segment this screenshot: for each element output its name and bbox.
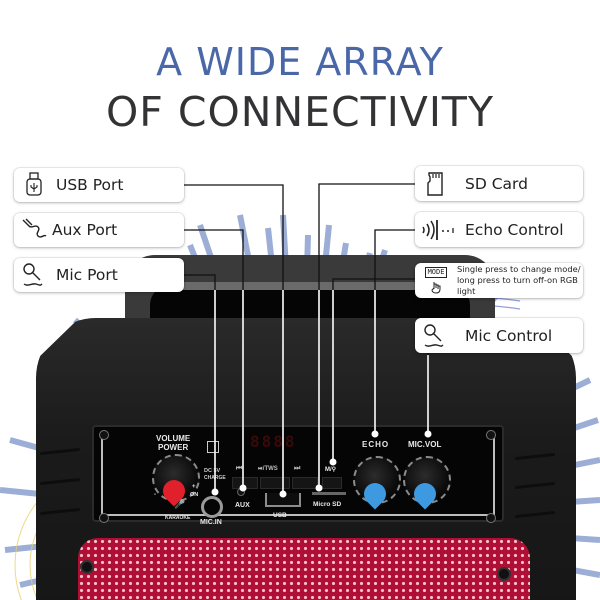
next-button[interactable] (292, 477, 318, 489)
panel-border (101, 514, 495, 516)
prev-button[interactable] (232, 477, 258, 489)
mode-text: MODE (424, 267, 448, 278)
screw-icon (99, 513, 109, 523)
knob-on-label: ON (190, 492, 199, 498)
callout-label: Mic Control (465, 326, 553, 345)
callout-aux-port: Aux Port (14, 213, 184, 247)
usb-icon (20, 171, 48, 199)
callout-usb-port: USB Port (14, 168, 184, 202)
callout-mic-control: Mic Control (415, 318, 583, 353)
knob-minus: - (154, 492, 156, 498)
screw-icon (99, 430, 109, 440)
callout-label: Echo Control (465, 220, 564, 239)
screw-icon (80, 560, 94, 574)
hand-pointer-icon (431, 282, 441, 294)
echo-label: ECHO (362, 440, 390, 449)
echo-icon (419, 216, 463, 244)
mic-vol-label: MIC.VOL (408, 440, 442, 449)
screw-icon (497, 567, 511, 581)
m-label: M/⚲ (325, 467, 337, 473)
next-button-label: ⏭ (294, 465, 301, 472)
power-label: POWER (158, 443, 189, 452)
mode-button[interactable] (322, 477, 342, 489)
mic-in-label: MIC.IN (200, 519, 222, 526)
microphone-icon (20, 261, 48, 289)
aux-label: AUX (235, 502, 250, 509)
mode-description-line-2: long press to turn off-on RGB light (457, 275, 578, 296)
karaoke-mic-icon: 🎤 (174, 499, 186, 509)
volume-label: VOLUME (156, 434, 191, 443)
usb-label: USB (273, 512, 287, 519)
led-display: 8888 (250, 432, 297, 451)
panel-border (493, 436, 495, 514)
callout-label: SD Card (465, 174, 528, 193)
karaoke-label: KARAOKE (165, 515, 191, 521)
headline-line-1: A WIDE ARRAY (156, 40, 444, 84)
speaker-grille (78, 538, 530, 600)
callout-label: Mic Port (56, 266, 118, 284)
callout-label: Aux Port (52, 221, 118, 239)
callout-sd-card: SD Card (415, 166, 583, 201)
sd-card-icon (421, 170, 449, 198)
callout-echo-control: Echo Control (415, 212, 583, 247)
microphone-icon (421, 322, 449, 350)
mode-button-icon: MODE (421, 267, 451, 295)
prev-button-label: ⏮ (236, 465, 243, 472)
play-tws-button[interactable] (260, 477, 290, 489)
mode-description-line-1: Single press to change mode/ (457, 264, 581, 274)
speaker-handle-rim (165, 282, 455, 290)
callout-mode-button: MODE Single press to change mode/ long p… (415, 263, 583, 298)
micro-sd-slot[interactable] (312, 492, 346, 495)
dc-label: DC 5V (204, 468, 221, 474)
aux-jack[interactable] (237, 488, 245, 496)
panel-border (101, 436, 103, 514)
headline-line-2: OF CONNECTIVITY (105, 88, 495, 136)
usb-slot[interactable] (265, 493, 301, 507)
play-tws-button-label: ⏯/TWS (258, 466, 278, 472)
charge-label: CHARGE (204, 475, 226, 481)
aux-cable-icon (20, 216, 48, 244)
callout-label: USB Port (56, 176, 124, 194)
micro-sd-label: Micro SD (313, 501, 342, 508)
callout-mic-port: Mic Port (14, 258, 184, 292)
screw-icon (486, 513, 496, 523)
mic-in-jack[interactable] (201, 496, 223, 518)
screw-icon (486, 430, 496, 440)
knob-plus: + (192, 484, 196, 490)
mode-description: Single press to change mode/ long press … (457, 264, 583, 297)
mode-button-icon[interactable] (207, 441, 219, 453)
